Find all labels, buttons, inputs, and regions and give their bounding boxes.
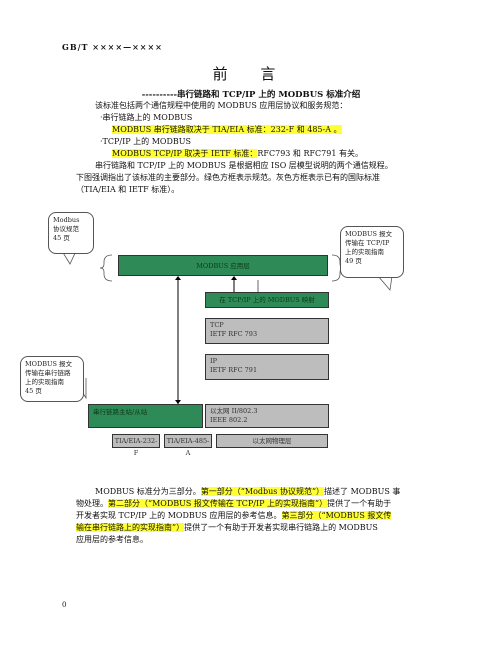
- page-number: 0: [62, 601, 67, 609]
- para3-highlight: 第三部分（“MODBUS 报文传: [281, 511, 392, 520]
- para3-text: 提供了一个有助于开发者实现串行链路上的 MODBUS: [184, 523, 378, 532]
- para3-highlight: 输在串行链路上的实现指南”）: [76, 523, 185, 532]
- callout-serial-implementation-guide: MODBUS 报文 传输在串行链路 上的实现指南 45 页: [20, 356, 84, 402]
- para2-line-1: 串行链路和 TCP/IP 上的 MODBUS 是根据相应 ISO 层模型说明的两…: [95, 161, 393, 170]
- document-code: GB/T ××××—××××: [62, 42, 163, 52]
- bullet-serial-head: ·串行链路上的 MODBUS: [100, 113, 193, 122]
- para3-line-4: 输在串行链路上的实现指南”）提供了一个有助于开发者实现串行链路上的 MODBUS: [76, 522, 378, 533]
- ethernet-box-line: IEEE 802.2: [210, 416, 248, 424]
- para2-line-3: （TIA/EIA 和 IETF 标准）。: [76, 185, 180, 194]
- tcp-box: TCP IETF RFC 793: [205, 318, 329, 344]
- callout-serial-guide-line: 上的实现指南: [25, 378, 64, 386]
- tcp-box-label: TCP: [210, 321, 224, 329]
- callout-modbus-protocol-spec-line: 协议规范: [53, 225, 79, 233]
- bullet-tcp-detail-highlight: MODBUS TCP/IP 取决于 IETF 标准：: [112, 149, 258, 158]
- tia-eia-485-box: TIA/EIA-485-A: [164, 434, 212, 457]
- subtitle: ----------串行链路和 TCP/IP 上的 MODBUS 标准介绍: [141, 90, 361, 100]
- para3-highlight: 第一部分（“Modbus 协议规范”）: [200, 487, 325, 496]
- para3-text: MODBUS 标准分为三部分。: [95, 487, 201, 496]
- bullet-tcp-detail-rest: RFC793 和 RFC791 有关。: [257, 149, 363, 158]
- para3-line-3: 开发者实现 TCP/IP 上的 MODBUS 应用层的参考信息。第三部分（“MO…: [76, 510, 392, 521]
- para3-text: 描述了 MODBUS 事: [324, 487, 401, 496]
- callout-modbus-protocol-spec-line: Modbus: [53, 216, 80, 224]
- para3-text: 物处理。: [76, 499, 108, 508]
- tcp-box-rfc: IETF RFC 793: [210, 330, 258, 338]
- ethernet-physical-layer-box: 以太网物理层: [216, 434, 328, 448]
- callout-tcp-guide-line: MODBUS 报文: [345, 230, 392, 238]
- tia-eia-232-box: TIA/EIA-232-F: [112, 434, 160, 457]
- callout-serial-guide-line: 45 页: [25, 387, 42, 395]
- para3-text: 开发者实现 TCP/IP 上的 MODBUS 应用层的参考信息。: [76, 511, 282, 520]
- para3-text: 提供了一个有助于: [327, 499, 392, 508]
- callout-tcp-implementation-guide: MODBUS 报文 传输在 TCP/IP 上的实现指南 49 页: [340, 226, 404, 278]
- bullet-serial-detail: MODBUS 串行链路取决于 TIA/EIA 标准：232-F 和 485-A …: [112, 124, 342, 135]
- ethernet-box-line: 以太网 II/802.3: [210, 407, 258, 415]
- para3-highlight: 第二部分（“MODBUS 报文传输在 TCP/IP 上的实现指南”）: [108, 499, 328, 508]
- ip-box-label: IP: [210, 357, 217, 365]
- bullet-serial-detail-text: MODBUS 串行链路取决于 TIA/EIA 标准：232-F 和 485-A …: [112, 125, 342, 134]
- callout-tcp-guide-line: 上的实现指南: [345, 248, 384, 256]
- callout-serial-guide-line: MODBUS 报文: [25, 360, 72, 368]
- callout-modbus-protocol-spec: Modbus 协议规范 45 页: [48, 212, 94, 254]
- bullet-tcp-head: ·TCP/IP 上的 MODBUS: [100, 137, 191, 146]
- tcpip-mapping-box: 在 TCP/IP 上的 MODBUS 映射: [205, 292, 329, 308]
- para3-line-5: 应用层的参考信息。: [76, 535, 148, 544]
- bullet-tcp-detail: MODBUS TCP/IP 取决于 IETF 标准：RFC793 和 RFC79…: [112, 148, 363, 159]
- callout-serial-guide-line: 传输在串行链路: [25, 369, 71, 377]
- callout-modbus-protocol-spec-line: 45 页: [53, 234, 70, 242]
- ethernet-box: 以太网 II/802.3 IEEE 802.2: [205, 404, 329, 428]
- intro-paragraph: 该标准包括两个通信规程中使用的 MODBUS 应用层协议和服务规范：: [95, 101, 348, 110]
- para2-line-2: 下图强调指出了该标准的主要部分。绿色方框表示规范。灰色方框表示已有的国际标准: [76, 173, 380, 182]
- page-title: 前 言: [212, 65, 290, 83]
- callout-tcp-guide-line: 传输在 TCP/IP: [345, 239, 390, 247]
- callout-tcp-guide-line: 49 页: [345, 257, 362, 265]
- serial-master-slave-box: 串行链路主站/从站: [88, 404, 203, 428]
- para3-line-1: MODBUS 标准分为三部分。第一部分（“Modbus 协议规范”）描述了 MO…: [95, 486, 400, 497]
- para3-line-2: 物处理。第二部分（“MODBUS 报文传输在 TCP/IP 上的实现指南”）提供…: [76, 498, 391, 509]
- ip-box: IP IETF RFC 791: [205, 354, 329, 380]
- ip-box-rfc: IETF RFC 791: [210, 366, 258, 374]
- modbus-application-layer-box: MODBUS 应用层: [118, 255, 328, 276]
